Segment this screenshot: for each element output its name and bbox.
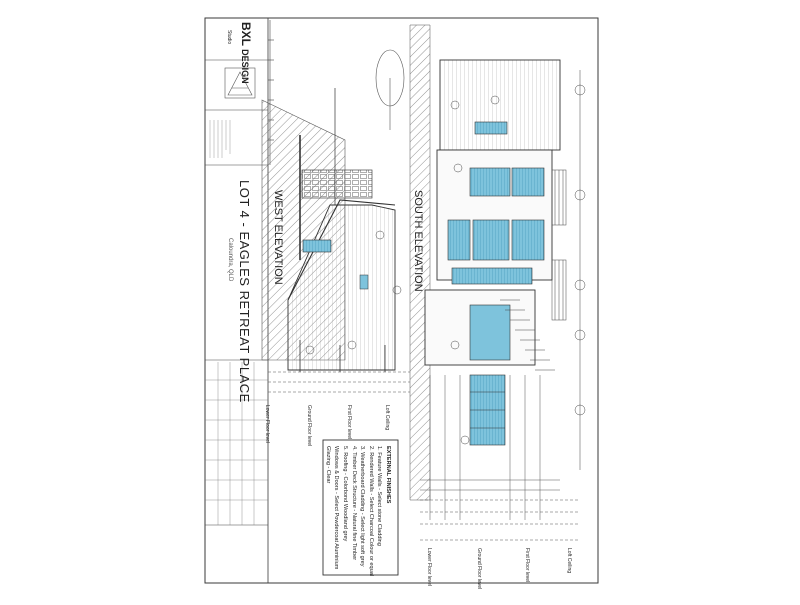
- finish-item: Glazing - Clear: [324, 446, 331, 484]
- project-title: LOT 4 - EAGLES RETREAT PLACE: [237, 180, 252, 403]
- finishes-box: [322, 439, 399, 576]
- west-level-loft: Loft Ceiling: [384, 405, 390, 431]
- finish-item: Windows & Doors - Select Powdercoat Alum…: [333, 446, 340, 570]
- south-elevation-label: SOUTH ELEVATION: [412, 190, 424, 292]
- finish-item: 1. Feature Walls - Select stone Cladding: [376, 446, 383, 546]
- south-level-lower: Lower Floor level: [426, 548, 432, 587]
- finish-item: 4. Timber Deck Structure - Natural fine …: [350, 446, 357, 561]
- west-window: [302, 239, 332, 253]
- south-elevation: [409, 24, 586, 541]
- sheet-border: [204, 17, 599, 584]
- south-upper-block: [439, 59, 561, 151]
- firm-emblem-icon: [224, 67, 256, 99]
- stone-feature-wall: [301, 169, 373, 199]
- west-level-first: First Floor level: [346, 405, 352, 440]
- firm-logo: BXL DESIGN: [239, 22, 253, 84]
- firm-logo-line-2: DESIGN: [240, 49, 250, 84]
- south-glazing-large: [469, 304, 511, 361]
- west-level-lower: Lower Floor level: [264, 405, 270, 444]
- west-elevation: [261, 88, 410, 393]
- south-window-1: [469, 167, 511, 197]
- west-level-labels: Lower Floor level: [262, 405, 272, 443]
- west-level-ground: Ground Floor level: [306, 405, 312, 447]
- title-block: [205, 59, 268, 526]
- grid-markers: [574, 70, 586, 470]
- firm-logo-sub: Studio: [226, 30, 232, 45]
- finish-item: 5. Roofing - Colorbond Woodland grey: [342, 446, 349, 542]
- south-level-first: First Floor level: [524, 548, 530, 583]
- south-level-loft: Loft Ceiling: [566, 548, 572, 574]
- tree-icon: [375, 49, 405, 130]
- south-level-ground: Ground Floor level: [476, 548, 482, 590]
- west-small-window: [359, 274, 369, 290]
- project-subtitle: Caloundra, QLD: [227, 238, 233, 282]
- finish-item: 2. Rendered Walls - Select Charcoal Colo…: [367, 446, 374, 577]
- firm-logo-line-1: BXL: [239, 22, 253, 46]
- finish-item: 3. Weatherboard Cladding - Select light …: [359, 446, 366, 567]
- finishes-heading: EXTERNAL FINISHES: [385, 446, 391, 504]
- west-elevation-label: WEST ELEVATION: [272, 190, 284, 285]
- finishes-list: EXTERNAL FINISHES 1. Feature Walls - Sel…: [323, 446, 392, 576]
